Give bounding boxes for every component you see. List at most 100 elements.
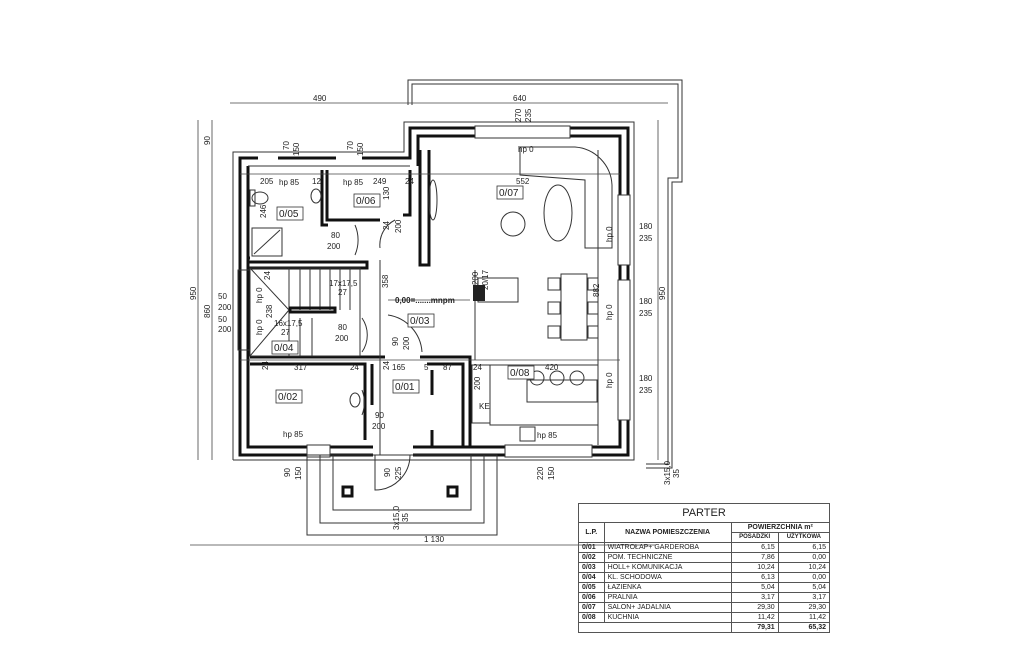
col-area-header: POWIERZCHNIA m² <box>730 522 831 533</box>
terrace-outline <box>407 79 683 469</box>
room-number: 0/04 <box>578 572 605 583</box>
room-name: WIATROŁAP+ GARDEROBA <box>603 542 732 553</box>
dim-label: 860 <box>203 304 212 318</box>
dim-label: 200 <box>402 336 411 350</box>
porch <box>306 454 498 536</box>
dim-label: 27 <box>281 328 290 337</box>
dim-label: 180 <box>639 374 653 383</box>
dim-label: 20/17 <box>481 269 490 290</box>
dim-label: 24 <box>263 271 272 280</box>
dim-label: 358 <box>381 274 390 288</box>
dim-label: 150 <box>547 466 556 480</box>
dim-label: hp 0 <box>255 287 264 303</box>
dim-label: 87 <box>443 363 452 372</box>
usable-area: 3,17 <box>777 592 831 603</box>
dim-label: 420 <box>545 363 559 372</box>
dim-label: 200 <box>327 242 341 251</box>
dim-label: 90 <box>375 411 384 420</box>
dim-label: 200 <box>335 334 349 343</box>
room-name: PRALNIA <box>603 592 732 603</box>
dim-label: 27 <box>338 288 347 297</box>
dim-label: 35 <box>672 469 681 478</box>
room-label: 0/08 <box>510 368 530 379</box>
dim-label: 3x15,0 <box>392 505 401 530</box>
windows <box>237 125 631 458</box>
dim-label: 180 <box>639 222 653 231</box>
dim-label: 90 <box>283 468 292 477</box>
dim-label: hp 85 <box>283 430 304 439</box>
dim-label: 90 <box>391 337 400 346</box>
plinth-line <box>232 121 635 461</box>
usable-area: 29,30 <box>777 602 831 613</box>
total-spacer <box>578 622 732 633</box>
usable-area: 0,00 <box>777 552 831 563</box>
room-number: 0/03 <box>578 562 605 573</box>
dim-label: 90 <box>203 136 212 145</box>
dim-label: 24 <box>261 361 270 370</box>
room-label: 0/01 <box>395 382 415 393</box>
usable-area: 10,24 <box>777 562 831 573</box>
dim-label: 24 <box>382 221 391 230</box>
dim-label: 235 <box>524 108 533 122</box>
dim-label: 238 <box>265 304 274 318</box>
dim-label: 200 <box>471 271 480 285</box>
dim-label: 80 <box>338 323 347 332</box>
floor-area: 5,04 <box>730 582 779 593</box>
dim-label: hp 0 <box>605 226 614 242</box>
dim-label: 24 <box>382 361 391 370</box>
dim-label: 270 <box>514 108 523 122</box>
dim-label: 5 <box>424 363 429 372</box>
room-name: POM. TECHNICZNE <box>603 552 732 563</box>
dim-label: 12 <box>312 177 321 186</box>
dim-label: 246 <box>259 204 268 218</box>
floor-area: 7,86 <box>730 552 779 563</box>
dim-label: 24 <box>405 177 414 186</box>
dim-label: 490 <box>313 94 327 103</box>
dim-label: 150 <box>294 466 303 480</box>
dim-label: 317 <box>294 363 308 372</box>
usable-area: 6,15 <box>777 542 831 553</box>
dim-label: 180 <box>639 297 653 306</box>
dimension-labels: 490 640 270 235 70 150 70 150 90 950 860… <box>189 94 681 544</box>
room-label: 0/03 <box>410 316 430 327</box>
dim-label: 70 <box>346 141 355 150</box>
room-number: 0/07 <box>578 602 605 613</box>
dim-label: 205 <box>260 177 274 186</box>
room-label: 0/02 <box>278 392 298 403</box>
dim-label: 24 <box>350 363 359 372</box>
col-name-header: NAZWA POMIESZCZENIA <box>603 522 732 543</box>
dim-label: hp 0 <box>605 304 614 320</box>
room-labels: 0/01 0/02 0/03 0/04 0/05 0/06 0/07 0/08 <box>271 185 535 404</box>
dim-label: 24 <box>473 363 482 372</box>
dim-label: 50 <box>218 315 227 324</box>
dim-label: 165 <box>392 363 406 372</box>
dim-label: hp 85 <box>279 178 300 187</box>
dimension-lines <box>190 102 668 546</box>
floor-area: 6,15 <box>730 542 779 553</box>
door-swings <box>354 219 423 491</box>
room-number: 0/06 <box>578 592 605 603</box>
room-name: SALON+ JADALNIA <box>603 602 732 613</box>
usable-area: 5,04 <box>777 582 831 593</box>
room-number: 0/01 <box>578 542 605 553</box>
dim-label: 150 <box>292 142 301 156</box>
total-posadzki: 79,31 <box>730 622 779 633</box>
level-mark: 0,00=.......mnpm <box>395 296 455 305</box>
dim-label: 235 <box>639 234 653 243</box>
dim-label: 552 <box>516 177 530 186</box>
dim-label: hp 0 <box>605 372 614 388</box>
room-number: 0/02 <box>578 552 605 563</box>
room-number: 0/08 <box>578 612 605 623</box>
room-name: HOLL+ KOMUNIKACJA <box>603 562 732 573</box>
dim-label: 249 <box>373 177 387 186</box>
col-uzytkowa-header: UŻYTKOWA <box>777 532 831 543</box>
usable-area: 0,00 <box>777 572 831 583</box>
dim-label: 16x17,5 <box>274 319 303 328</box>
dim-label: hp 0 <box>255 319 264 335</box>
floor-area: 6,13 <box>730 572 779 583</box>
